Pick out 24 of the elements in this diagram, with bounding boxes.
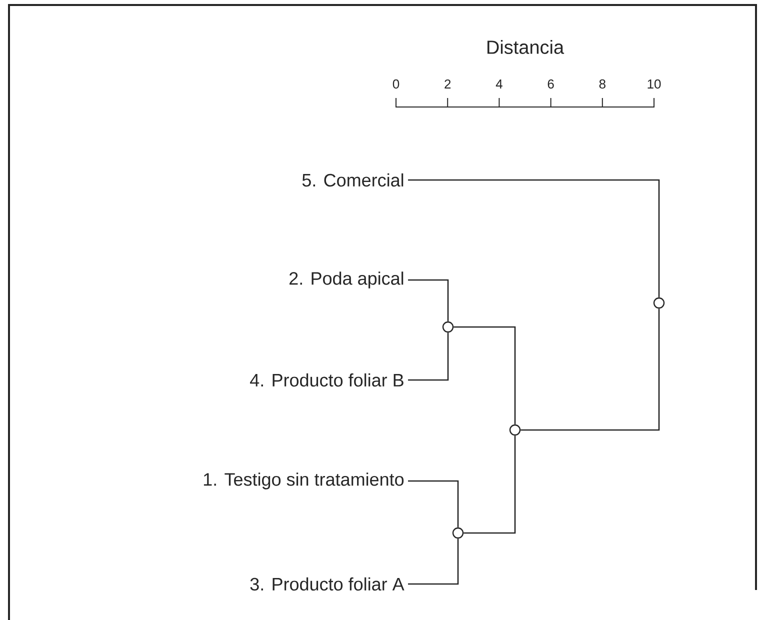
leaf-label: 1. Testigo sin tratamiento bbox=[204, 472, 404, 490]
junction-circle bbox=[442, 321, 454, 333]
junction-circle bbox=[509, 424, 521, 436]
tick-label: 10 bbox=[648, 79, 661, 89]
leaf-label: 4. Producto foliar B bbox=[250, 373, 404, 387]
dendrogram-branch bbox=[408, 279, 449, 322]
dendrogram-branch bbox=[408, 332, 449, 381]
tick-label: 2 bbox=[444, 79, 451, 89]
junction-circle bbox=[653, 297, 665, 309]
junction-circle bbox=[452, 527, 464, 539]
dendrogram-branch bbox=[408, 538, 459, 585]
tick-label: 6 bbox=[548, 79, 554, 89]
tick-label: 4 bbox=[496, 80, 502, 88]
tick-label: 8 bbox=[599, 79, 606, 89]
dendrogram-branch bbox=[454, 326, 516, 424]
leaf-label: 2. Poda apical bbox=[290, 272, 404, 288]
dendrogram-branch bbox=[520, 308, 660, 431]
axis-title: Distancia bbox=[487, 40, 564, 54]
tick-label: 0 bbox=[392, 79, 400, 89]
dendrogram-branch bbox=[408, 179, 660, 298]
leaf-label: 3. Producto foliar A bbox=[250, 577, 404, 591]
dendrogram-branch bbox=[464, 436, 516, 534]
dendrogram-branch bbox=[408, 480, 459, 528]
leaf-label: 5. Comercial bbox=[302, 173, 404, 187]
